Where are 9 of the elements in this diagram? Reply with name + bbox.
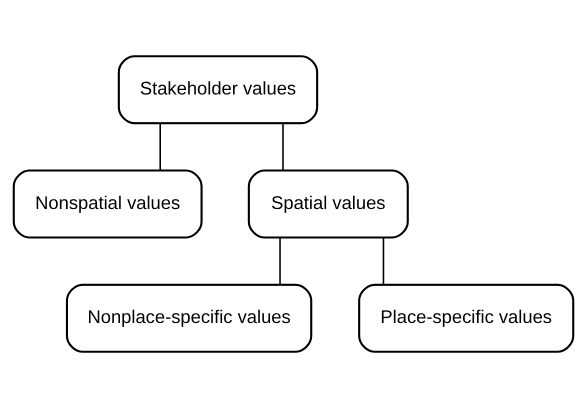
connector xyxy=(282,123,284,170)
connector xyxy=(279,238,281,284)
connector xyxy=(159,123,161,170)
node-box: Nonspatial values xyxy=(12,169,203,239)
node-box: Stakeholder values xyxy=(118,55,318,124)
node-box: Place-specific values xyxy=(358,284,574,353)
connector xyxy=(382,238,384,284)
node-box: Nonplace-specific values xyxy=(66,284,312,353)
node-box: Spatial values xyxy=(248,169,409,239)
